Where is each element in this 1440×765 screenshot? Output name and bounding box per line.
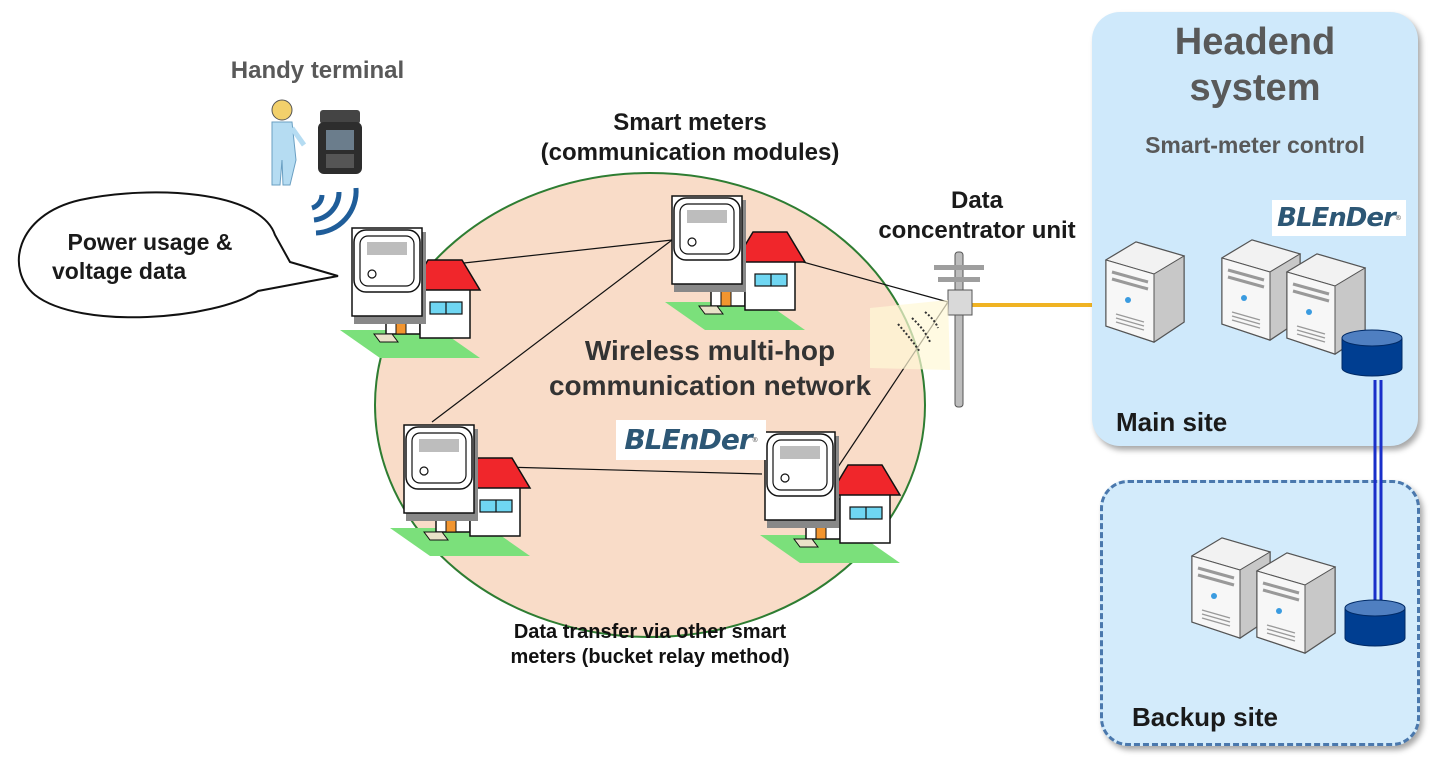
main-site-label: Main site xyxy=(1116,407,1228,437)
network-label: Wireless multi-hop communication network xyxy=(510,333,910,403)
speech-bubble-line-1: Power usage & xyxy=(67,229,233,255)
headend-line-1: Headend xyxy=(1174,21,1336,63)
blender-logo-text: BLEnDer xyxy=(624,423,752,456)
blender-logo-mark: ® xyxy=(1394,214,1402,222)
headend-line-2: system xyxy=(1189,66,1321,109)
network-line-1: Wireless multi-hop xyxy=(584,335,836,366)
data-concentrator-label: Data concentrator unit xyxy=(852,186,1102,246)
smart-meter-house xyxy=(664,195,806,331)
main-storage-icon xyxy=(1341,329,1403,377)
relay-line-2: meters (bucket relay method) xyxy=(510,646,790,668)
smart-meter-house xyxy=(759,431,901,564)
relay-line-1: Data transfer via other smart xyxy=(513,621,787,643)
worker-icon xyxy=(271,99,307,186)
data-concentrator-icon xyxy=(870,251,984,408)
wireless-signal-icon xyxy=(311,187,359,236)
smart-meters-line-1: Smart meters xyxy=(613,109,767,136)
handy-terminal-device-icon xyxy=(318,110,362,174)
mesh-link xyxy=(431,239,673,423)
backup-site-label: Backup site xyxy=(1132,702,1278,732)
smart-meters-line-2: (communication modules) xyxy=(540,139,840,166)
smart-meter-house xyxy=(339,227,481,359)
headend-subtitle: Smart-meter control xyxy=(1145,132,1365,158)
mesh-link xyxy=(427,239,673,268)
smart-meters-label: Smart meters (communication modules) xyxy=(520,108,860,168)
backup-server xyxy=(1255,551,1337,655)
data-concentrator-line-1: Data xyxy=(950,187,1004,214)
speech-bubble-text: Power usage & voltage data xyxy=(30,228,270,286)
handy-terminal-label: Handy terminal xyxy=(230,57,405,84)
blender-logo: BLEnDer® xyxy=(1272,200,1406,236)
relay-method-label: Data transfer via other smart meters (bu… xyxy=(470,620,830,670)
speech-bubble-line-2: voltage data xyxy=(52,257,187,284)
network-line-2: communication network xyxy=(548,370,872,401)
storage-replication-link xyxy=(1373,380,1383,605)
data-concentrator-line-2: concentrator unit xyxy=(878,217,1076,244)
headend-title: Headend system xyxy=(1092,20,1418,111)
blender-logo-text: BLEnDer xyxy=(1277,203,1396,233)
backup-storage-icon xyxy=(1344,599,1406,647)
smart-meter-house xyxy=(389,424,531,557)
headend-server xyxy=(1104,240,1186,344)
speech-bubble xyxy=(17,191,339,319)
blender-logo: BLEnDer® xyxy=(616,420,766,460)
blender-logo-mark: ® xyxy=(751,436,759,444)
